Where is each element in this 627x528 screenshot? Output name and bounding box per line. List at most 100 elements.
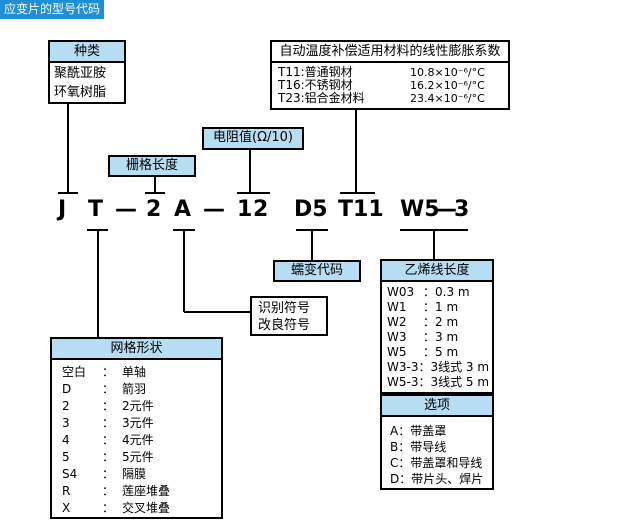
pattern-sep: ： — [102, 399, 115, 413]
pattern-sep: ： — [102, 382, 115, 396]
code-segment-lead: W5 — [400, 197, 440, 222]
code-segment-lead-3: 3 — [454, 197, 470, 222]
pattern-desc: 5元件 — [122, 450, 154, 464]
thermal-name: T11:普通钢材 — [278, 65, 353, 79]
lead-sep: ： — [423, 285, 436, 299]
lead-row: W03 ：0.3 m — [387, 285, 487, 300]
pattern-code: 3 — [62, 416, 70, 430]
code-dash: — — [203, 197, 225, 222]
pattern-sep: ： — [102, 450, 115, 464]
pattern-desc: 箭羽 — [122, 382, 147, 396]
pattern-sep: ： — [102, 467, 115, 481]
lead-desc: 0.3 m — [435, 285, 470, 299]
id-symbol-label: 识别符号 — [258, 301, 311, 316]
lead-desc: 3 m — [435, 330, 459, 344]
pattern-code: 空白 — [62, 365, 87, 379]
lead-sep: ： — [418, 360, 431, 374]
option-d: D：带片头、焊片 — [390, 472, 484, 486]
pattern-code: 2 — [62, 399, 70, 413]
pattern-desc: 莲座堆叠 — [122, 484, 171, 498]
pattern-box: 网格形状 空白：单轴 D：箭羽 2：2元件 3：3元件 4：4元件 5：5元件 … — [50, 337, 223, 519]
pattern-row: S4 ： 隔膜 — [62, 466, 211, 483]
pattern-code: 5 — [62, 450, 70, 464]
code-segment-creep: D5 — [294, 197, 328, 222]
pattern-desc: 隔膜 — [122, 467, 147, 481]
thermal-row-t11: T11:普通钢材 10.8×10⁻⁶/°C — [278, 65, 502, 80]
code-dash: — — [435, 197, 457, 222]
lead-sep: ： — [423, 300, 436, 314]
pattern-row: 5 ： 5元件 — [62, 449, 211, 466]
pattern-desc: 交叉堆叠 — [122, 501, 171, 515]
code-segment-thermal: T11 — [338, 197, 384, 222]
pattern-row: X ： 交叉堆叠 — [62, 500, 211, 517]
lead-desc: 2 m — [435, 315, 459, 329]
pattern-row: 空白 ： 单轴 — [62, 364, 211, 381]
thermal-row-t23: T23:铝合金材料 23.4×10⁻⁶/°C — [278, 91, 502, 106]
pattern-desc: 2元件 — [122, 399, 154, 413]
lead-sep: ： — [423, 330, 436, 344]
pattern-box-title: 网格形状 — [52, 339, 221, 360]
pattern-row: 3 ： 3元件 — [62, 415, 211, 432]
lead-row: W1 ：1 m — [387, 300, 487, 315]
lead-row: W5 ：5 m — [387, 345, 487, 360]
lead-row: W5-3：3线式 5 m — [387, 375, 489, 390]
thermal-name: T16:不锈钢材 — [278, 78, 353, 92]
code-segment-pattern: T — [88, 197, 104, 222]
lead-sep: ： — [423, 315, 436, 329]
code-segment-type: J — [58, 197, 67, 222]
lead-sep: ： — [418, 375, 431, 389]
thermal-row-t16: T16:不锈钢材 16.2×10⁻⁶/°C — [278, 78, 502, 93]
type-epoxy: 环氧树脂 — [54, 85, 107, 100]
options-box-title: 选项 — [382, 396, 492, 417]
pattern-sep: ： — [102, 501, 115, 515]
lead-row: W3-3：3线式 3 m — [387, 360, 490, 375]
lead-sep: ： — [423, 345, 436, 359]
pattern-row: 2 ： 2元件 — [62, 398, 211, 415]
id-symbol-box: 识别符号 改良符号 — [250, 296, 328, 336]
improvement-symbol-label: 改良符号 — [258, 318, 311, 333]
lead-length-box: 乙烯线长度 W03：0.3 m W1：1 m W2：2 m W3：3 m W5：… — [380, 259, 494, 394]
lead-code: W2 — [387, 315, 407, 329]
thermal-box-title: 自动温度补偿适用材料的线性膨胀系数 — [272, 42, 508, 63]
thermal-name: T23:铝合金材料 — [278, 91, 365, 105]
pattern-sep: ： — [102, 433, 115, 447]
resistance-label: 电阻值(Ω/10) — [202, 127, 304, 150]
pattern-sep: ： — [102, 416, 115, 430]
pattern-desc: 3元件 — [122, 416, 154, 430]
lead-box-title: 乙烯线长度 — [382, 261, 492, 282]
option-a: A：带盖罩 — [390, 424, 447, 438]
pattern-code: X — [62, 501, 71, 515]
lead-code: W5 — [387, 345, 407, 359]
pattern-code: R — [62, 484, 71, 498]
lead-code: W03 — [387, 285, 415, 299]
code-segment-id: A — [174, 197, 192, 222]
page-title: 应变片的型号代码 — [0, 0, 105, 19]
pattern-row: 4：4元件 — [62, 432, 211, 449]
options-box: 选项 A：带盖罩 B：带导线 C：带盖罩和导线 D：带片头、焊片 — [380, 394, 494, 490]
pattern-row: D：箭羽 — [62, 381, 211, 398]
creep-code-label: 蠕变代码 — [273, 260, 361, 282]
type-box-title: 种类 — [50, 42, 124, 63]
lead-row: W3 ：3 m — [387, 330, 487, 345]
type-box: 种类 聚酰亚胺 环氧树脂 — [48, 40, 126, 104]
grid-length-label: 栅格长度 — [108, 155, 196, 177]
lead-desc: 1 m — [435, 300, 459, 314]
option-b: B：带导线 — [390, 440, 447, 454]
lead-code: W3 — [387, 330, 407, 344]
code-segment-res-1: 1 — [237, 197, 253, 222]
type-polyimide: 聚酰亚胺 — [54, 66, 107, 81]
pattern-desc: 单轴 — [122, 365, 147, 379]
pattern-sep: ： — [102, 365, 115, 379]
pattern-desc: 4元件 — [122, 433, 154, 447]
lead-row: W2 ：2 m — [387, 315, 487, 330]
lead-code: W1 — [387, 300, 407, 314]
code-dash: — — [115, 197, 137, 222]
pattern-code: S4 — [62, 467, 78, 481]
code-segment-res-2: 2 — [253, 197, 269, 222]
lead-code: W5-3 — [387, 375, 419, 389]
lead-desc: 5 m — [435, 345, 459, 359]
thermal-value: 10.8×10⁻⁶/°C — [410, 66, 485, 79]
thermal-value: 16.2×10⁻⁶/°C — [410, 79, 485, 92]
lead-desc: 3线式 3 m — [430, 360, 490, 374]
